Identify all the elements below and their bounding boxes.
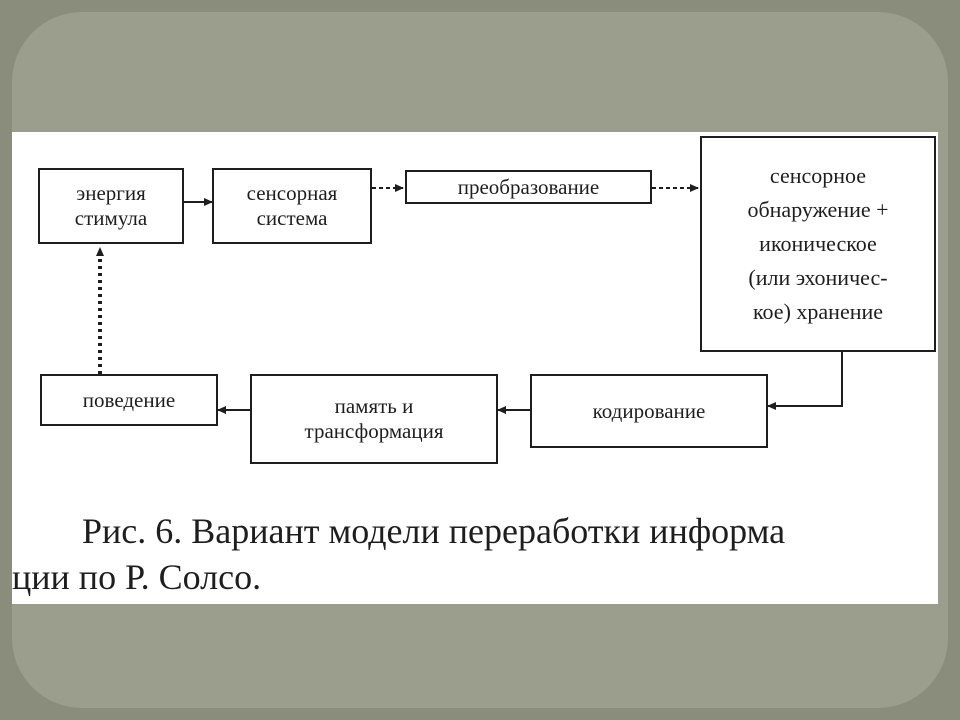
box-behavior-label: поведение — [82, 387, 176, 412]
box-coding-label: кодирование — [592, 398, 706, 423]
box-stimulus-energy: энергия стимула — [38, 168, 184, 244]
box-stimulus-energy-label: энергия стимула — [74, 181, 148, 230]
box-behavior: поведение — [40, 374, 218, 426]
box-sensory-system-label: сенсорная система — [246, 181, 338, 230]
box-memory-transformation-label: память и трансформация — [304, 394, 444, 443]
box-sensory-detection: сенсорное обнаружение + иконическое (или… — [700, 136, 936, 352]
figure-scan: энергия стимула сенсорная система преобр… — [12, 132, 938, 604]
box-sensory-detection-label: сенсорное обнаружение + иконическое (или… — [747, 163, 889, 324]
box-transformation: преобразование — [405, 170, 652, 204]
box-memory-transformation: память и трансформация — [250, 374, 498, 464]
arrow-detection-to-coding — [767, 352, 843, 410]
box-transformation-label: преобразование — [457, 174, 600, 199]
figure-caption-line1: Рис. 6. Вариант модели переработки инфор… — [82, 511, 786, 551]
box-sensory-system: сенсорная система — [212, 168, 372, 244]
figure-caption-line2: ции по Р. Солсо. — [12, 557, 262, 597]
box-coding: кодирование — [530, 374, 768, 448]
diagram-arrows — [96, 184, 843, 414]
